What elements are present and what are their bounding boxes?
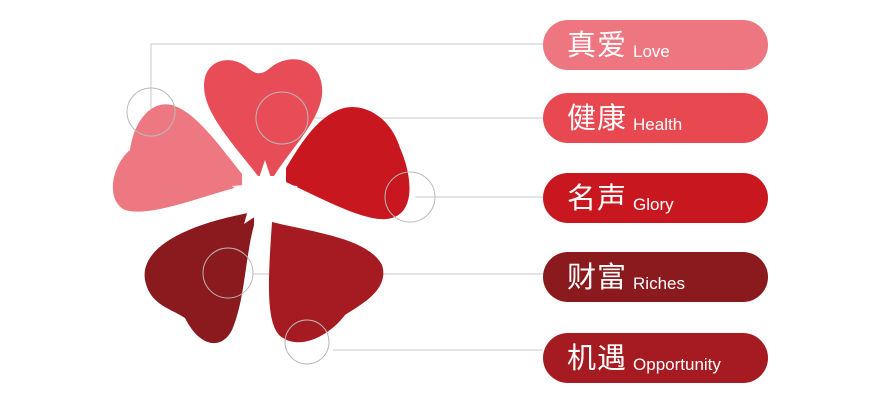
label-cn-love: 真爱: [567, 27, 628, 62]
label-cn-glory: 名声: [567, 180, 628, 215]
label-pill-riches: 财富 Riches: [543, 252, 768, 302]
label-cn-health: 健康: [567, 100, 628, 135]
marker-circle-opportunity: [284, 319, 330, 365]
label-en-opportunity: Opportunity: [633, 355, 721, 374]
marker-circle-love: [126, 87, 176, 137]
petal-top: [204, 59, 323, 177]
center-star: [232, 160, 298, 224]
connector-line-love: [150, 43, 543, 112]
marker-circle-riches: [202, 247, 254, 299]
label-cn-riches: 财富: [567, 259, 628, 294]
petal-bottom-right: [268, 222, 384, 343]
petal-bottom-left: [144, 212, 254, 344]
label-pill-glory: 名声 Glory: [543, 173, 768, 223]
label-cn-opportunity: 机遇: [567, 340, 628, 375]
petal-right: [286, 106, 410, 220]
label-en-glory: Glory: [633, 195, 674, 214]
label-pill-health: 健康 Health: [543, 93, 768, 143]
label-en-riches: Riches: [633, 274, 685, 293]
label-pill-love: 真爱 Love: [543, 20, 768, 70]
label-en-health: Health: [633, 115, 683, 134]
petal-left: [112, 104, 242, 212]
label-pill-opportunity: 机遇 Opportunity: [543, 333, 768, 383]
marker-circle-glory: [384, 171, 436, 223]
label-en-love: Love: [633, 42, 670, 61]
marker-circle-health: [255, 91, 309, 145]
